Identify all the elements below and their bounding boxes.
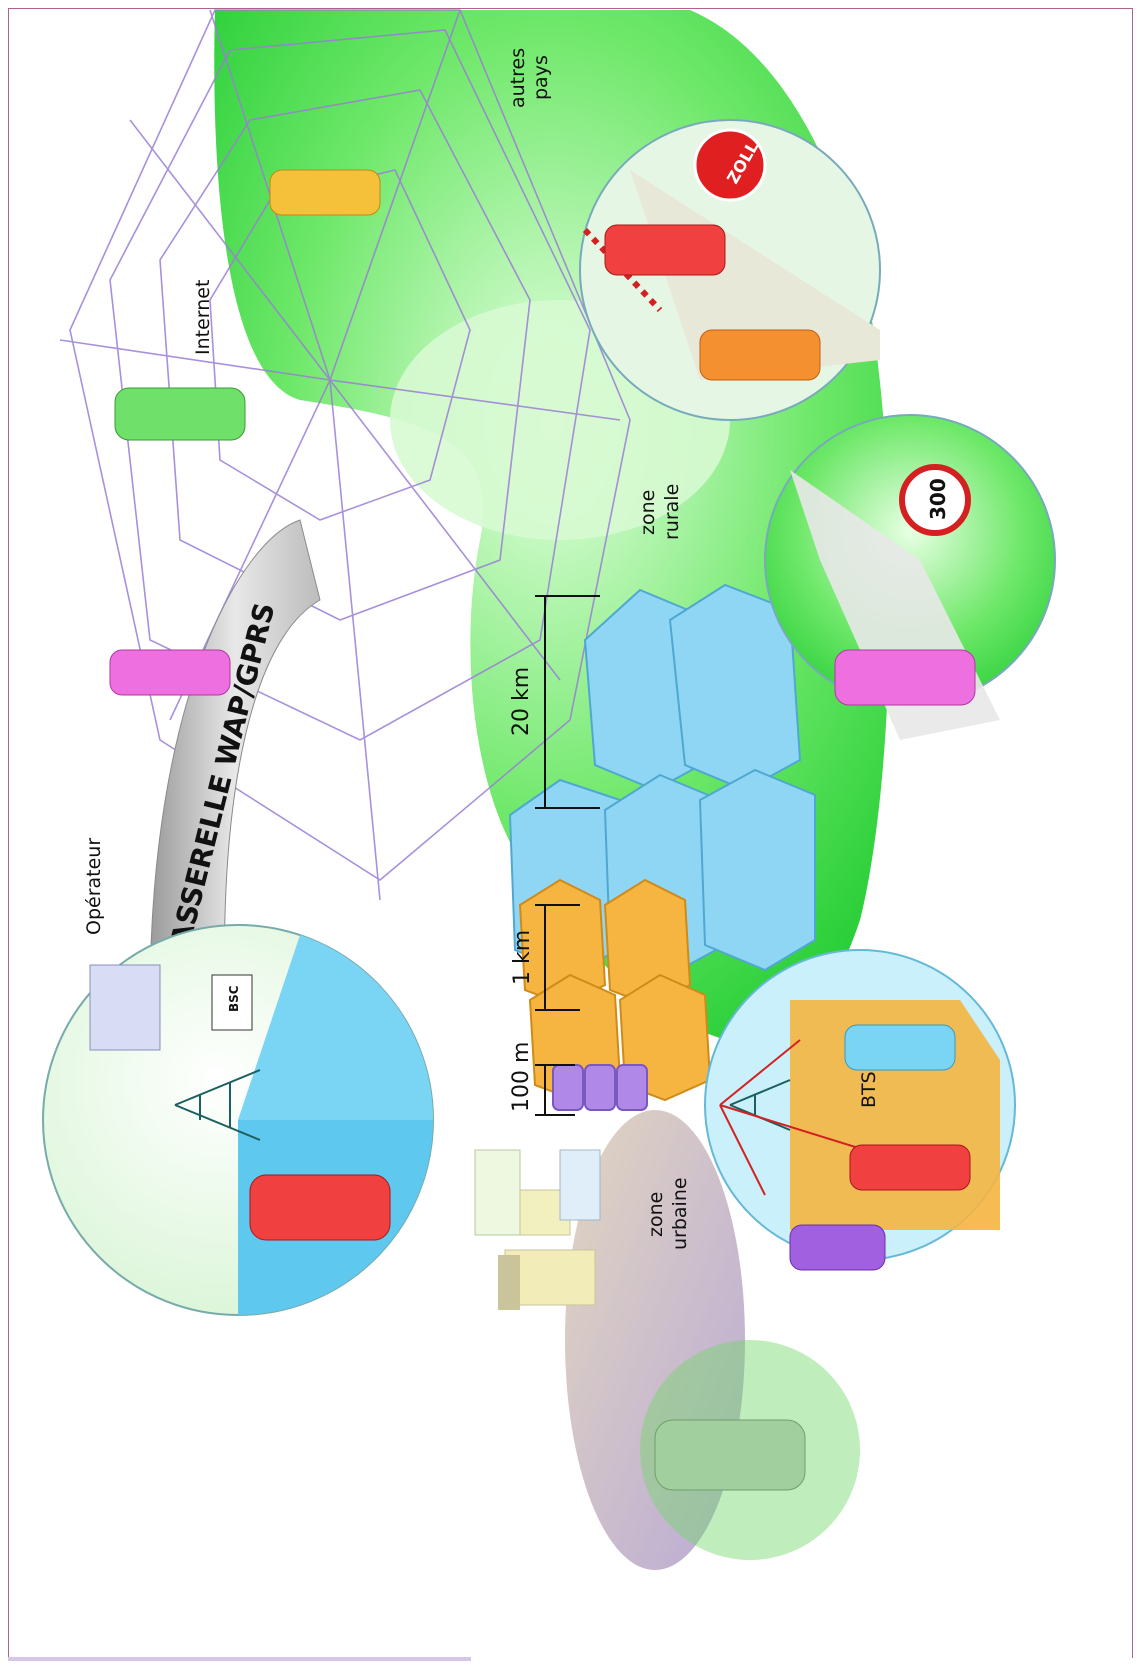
cells-small [552, 1064, 648, 1111]
stop-sign-icon [693, 128, 767, 202]
phone-red-customs-icon [604, 224, 726, 276]
label-operateur: Opérateur [83, 838, 105, 935]
bsc-box [211, 974, 253, 1031]
phone-green-icon [114, 387, 246, 441]
label-internet: Internet [192, 280, 214, 355]
label-zone-rural-2: rurale [661, 484, 683, 540]
operator-server [89, 964, 161, 1051]
bottom-rule [8, 1657, 471, 1661]
label-zone-urban-1: zone [645, 1192, 667, 1237]
radio-tower-icon [174, 1069, 261, 1141]
phone-silver-icon [640, 1340, 860, 1560]
phone-red-bts-icon [849, 1144, 971, 1191]
phone-magenta-icon [834, 649, 976, 706]
phone-red-icon [249, 1174, 391, 1241]
phone-orange-icon [699, 329, 821, 381]
page-frame [8, 8, 1133, 1658]
phone-purple-icon [789, 1224, 886, 1271]
phone-yellow-icon [269, 169, 381, 216]
phone-pink-icon [109, 649, 231, 696]
bsc-label: BSC [227, 985, 241, 1012]
label-zone-rural-1: zone [637, 490, 659, 535]
label-zone-urban-2: urbaine [669, 1177, 691, 1250]
speed-sign-icon [899, 464, 971, 536]
dimension-lines [535, 595, 600, 1116]
phone-blue-icon [844, 1024, 956, 1071]
speed-limit: 300 [926, 478, 950, 520]
label-100m: 100 m [509, 1042, 534, 1112]
label-pays: pays [530, 55, 552, 100]
label-autres: autres [507, 48, 529, 108]
cells-large [508, 583, 816, 977]
label-20km: 20 km [509, 667, 534, 736]
label-1km: 1 km [510, 930, 535, 985]
internet-web [59, 9, 631, 901]
label-bts: BTS [858, 1071, 880, 1108]
